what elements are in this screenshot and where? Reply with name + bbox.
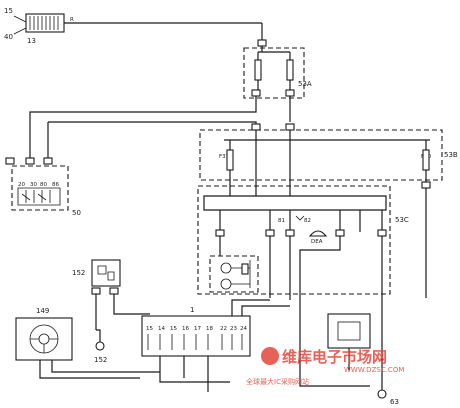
label-1: 1	[190, 306, 194, 314]
conn-pin-6: 22	[220, 326, 227, 332]
label-15: 15	[4, 7, 13, 15]
label-63: 63	[390, 398, 399, 406]
relay-pin-86: 86	[52, 182, 59, 188]
label-82: 82	[304, 218, 311, 224]
component-right-lower: 63	[299, 312, 399, 406]
conn-pin-0: 15	[146, 326, 153, 332]
label-50: 50	[72, 209, 81, 217]
label-53a: 53A	[298, 80, 312, 88]
fuse-box-53b: F37 F50 53B	[199, 123, 458, 189]
relay-pin-30: 30	[30, 182, 37, 188]
relay-block-50: 20 30 80 86 50	[5, 157, 81, 217]
label-40: 40	[4, 33, 13, 41]
conn-pin-1: 14	[158, 326, 165, 332]
dea-label: DEA	[311, 239, 323, 245]
label-149: 149	[36, 307, 49, 315]
relay-pin-80: 80	[40, 182, 47, 188]
label-53c: 53C	[395, 216, 409, 224]
watermark-sub: 全球最大IC采购网站	[246, 377, 309, 386]
watermark-en: WWW.DZSC.COM	[344, 366, 404, 374]
module-53c: 53C 81 82 DEA	[197, 178, 409, 295]
connector-block-1: 1 15 14 15 16 17 18 22 23 24	[141, 299, 290, 392]
relay-pin-20: 20	[18, 182, 25, 188]
component-152-upper: 152	[72, 259, 150, 330]
conn-pin-2: 15	[170, 326, 177, 332]
fuse-box-53a: F3 21 53A	[243, 23, 312, 99]
conn-pin-4: 17	[194, 326, 201, 332]
label-81: 81	[278, 218, 285, 224]
component-13: 15 40 13 R	[4, 7, 262, 45]
label-13: 13	[27, 37, 36, 45]
label-152-upper: 152	[72, 269, 85, 277]
conn-pin-3: 16	[182, 326, 189, 332]
component-152-lower: 152	[94, 329, 107, 364]
label-152-lower: 152	[94, 356, 107, 364]
label-53b: 53B	[444, 151, 458, 159]
conn-pin-7: 23	[230, 326, 237, 332]
conn-pin-5: 18	[206, 326, 213, 332]
watermark-cn: 维库电子市场网	[282, 348, 387, 366]
svg-text:R: R	[70, 17, 74, 23]
component-149: 149	[15, 307, 160, 379]
dzsc-watermark: 维库电子市场网 WWW.DZSC.COM 全球最大IC采购网站	[246, 347, 404, 386]
fuse-f37-label: F37	[219, 154, 230, 160]
conn-pin-8: 24	[240, 326, 247, 332]
